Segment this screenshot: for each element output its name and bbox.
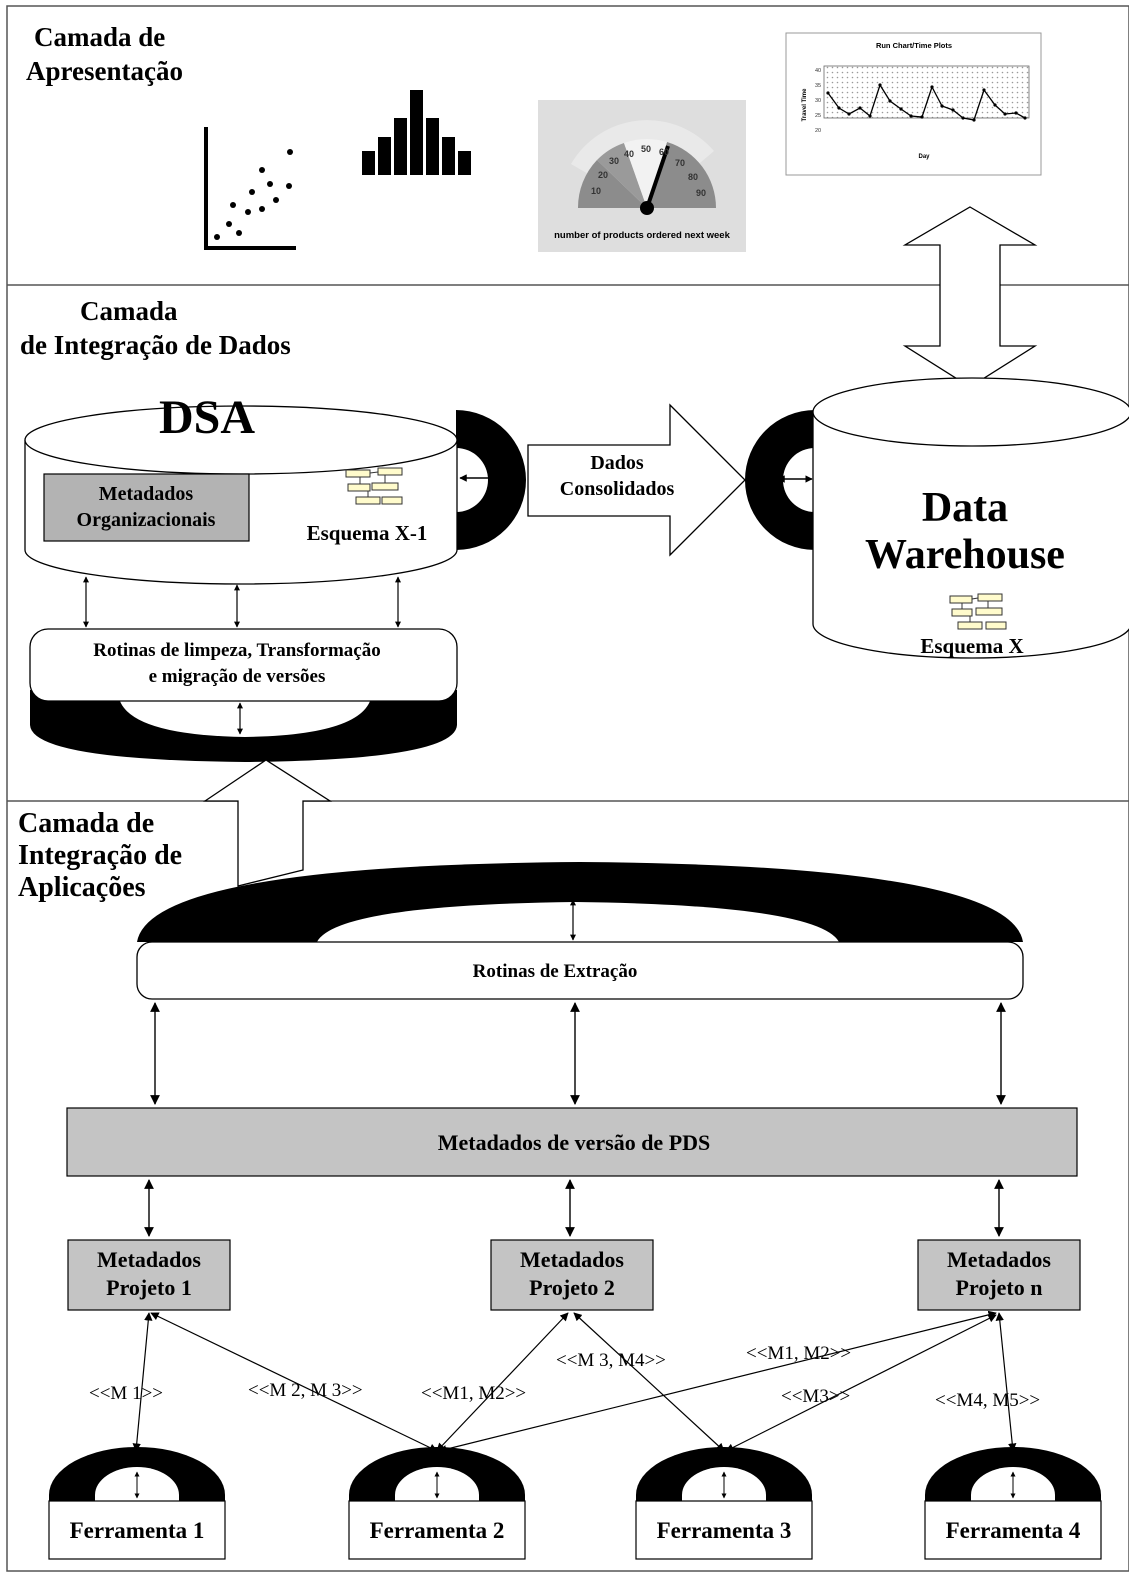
mapping-label-p2-m1-m2: <<M1, M2>> <box>421 1383 526 1404</box>
tool-3-label: Ferramenta 3 <box>657 1518 792 1543</box>
warehouse-presentation-arrow <box>902 206 1038 388</box>
mapping-label-pn-m1-m2: <<M1, M2>> <box>746 1343 851 1364</box>
extraction-connector-inner <box>316 902 840 944</box>
project-n-line2: Projeto n <box>956 1275 1043 1300</box>
consolidated-data-line2: Consolidados <box>560 478 675 500</box>
gauge-caption: number of products ordered next week <box>554 230 730 241</box>
org-metadata-line2: Organizacionais <box>77 509 216 531</box>
consolidated-data-arrow <box>527 403 746 557</box>
run-chart-line <box>827 83 1026 121</box>
app-integration-layer-title-line3: Aplicações <box>18 872 146 903</box>
mapping-label-m1: <<M 1>> <box>89 1383 163 1404</box>
app-integration-layer-title-line2: Integração de <box>18 840 182 871</box>
mapping-label-m3-m4: <<M 3, M4>> <box>556 1350 666 1371</box>
data-integration-layer-title-line2: de Integração de Dados <box>20 330 291 360</box>
mapping-label-m3: <<M3>> <box>781 1386 850 1407</box>
warehouse-connector <box>745 410 815 550</box>
project-1-line1: Metadados <box>97 1247 201 1272</box>
run-chart-ylabel: Travel Time <box>802 88 808 122</box>
extraction-routines-box <box>136 941 1024 1000</box>
project-2-line1: Metadados <box>520 1247 624 1272</box>
gauge-tick-60: 60 <box>659 147 669 157</box>
cleaning-routines-line2: e migração de versões <box>149 666 326 687</box>
cleaning-routines-box <box>29 628 458 702</box>
schema-x1-label: Esquema X-1 <box>307 521 428 545</box>
tool-1-label: Ferramenta 1 <box>70 1518 205 1543</box>
gauge-tick-40: 40 <box>624 149 634 159</box>
org-metadata-box <box>43 473 250 542</box>
tool-4 <box>924 1447 1102 1560</box>
project-n-line1: Metadados <box>947 1247 1051 1272</box>
gauge-tick-20: 20 <box>598 170 608 180</box>
tool-1 <box>48 1447 226 1560</box>
data-integration-layer-title-line1: Camada <box>80 296 178 326</box>
presentation-layer-title-line1: Camada de <box>34 22 165 52</box>
extraction-routines-label: Rotinas de Extração <box>473 961 638 982</box>
project-2-metadata-box <box>490 1239 654 1311</box>
project-1-line2: Projeto 1 <box>106 1275 192 1300</box>
warehouse-title-line2: Warehouse <box>865 532 1065 578</box>
gauge-widget: 10 20 30 40 50 60 70 80 90 number of pro… <box>538 100 746 252</box>
mapping-label-m2-m3: <<M 2, M 3>> <box>248 1380 363 1401</box>
cleaning-connector-inner <box>118 692 372 737</box>
dsa-title: DSA <box>159 391 255 444</box>
schema-x-label: Esquema X <box>920 634 1023 658</box>
extraction-pds-arrows <box>150 1002 1006 1105</box>
gauge-tick-90: 90 <box>696 188 706 198</box>
gauge-tick-10: 10 <box>591 186 601 196</box>
warehouse-title-line1: Data <box>922 485 1008 531</box>
mapping-label-m4-m5: <<M4, M5>> <box>935 1390 1040 1411</box>
cleaning-routines-line1: Rotinas de limpeza, Transformação <box>93 640 380 661</box>
project-2-line2: Projeto 2 <box>529 1275 615 1300</box>
presentation-layer-title-line2: Apresentação <box>26 56 183 86</box>
run-chart-ytick-30: 30 <box>815 98 821 104</box>
histogram-icon <box>362 90 471 175</box>
run-chart-xlabel: Day <box>918 154 930 160</box>
tool-3 <box>635 1447 813 1560</box>
gauge-tick-30: 30 <box>609 156 619 166</box>
tool-4-label: Ferramenta 4 <box>946 1518 1081 1543</box>
org-metadata-line1: Metadados <box>99 483 194 505</box>
run-chart-title: Run Chart/Time Plots <box>876 41 952 50</box>
run-chart-ytick-35: 35 <box>815 83 821 89</box>
project-1-metadata-box <box>67 1239 231 1311</box>
pds-metadata-label: Metadados de versão de PDS <box>438 1130 711 1155</box>
pds-metadata-box <box>66 1107 1078 1177</box>
gauge-tick-50: 50 <box>641 144 651 154</box>
scatter-plot-icon <box>204 127 296 250</box>
app-integration-layer-title-line1: Camada de <box>18 808 154 839</box>
tool-2-label: Ferramenta 2 <box>370 1518 505 1543</box>
dsa-cleaning-arrows <box>83 576 401 628</box>
schema-x1-icon <box>345 467 403 505</box>
gauge-tick-80: 80 <box>688 172 698 182</box>
consolidated-data-line1: Dados <box>590 452 644 474</box>
run-chart-ytick-40: 40 <box>815 68 821 74</box>
dsa-connector <box>456 410 526 550</box>
run-chart-ytick-25: 25 <box>815 113 821 119</box>
run-chart-widget: Run Chart/Time Plots 40 35 30 25 20 Trav… <box>785 32 1042 176</box>
pds-project-arrows <box>144 1179 1004 1237</box>
warehouse-cylinder <box>812 377 1129 659</box>
gauge-tick-70: 70 <box>675 158 685 168</box>
schema-x-icon <box>949 593 1007 630</box>
extraction-to-cleaning-arrow <box>202 759 333 887</box>
tool-2 <box>348 1447 526 1560</box>
project-n-metadata-box <box>917 1239 1081 1311</box>
run-chart-ytick-20: 20 <box>815 128 821 134</box>
mapping-arrows <box>132 1310 1017 1454</box>
